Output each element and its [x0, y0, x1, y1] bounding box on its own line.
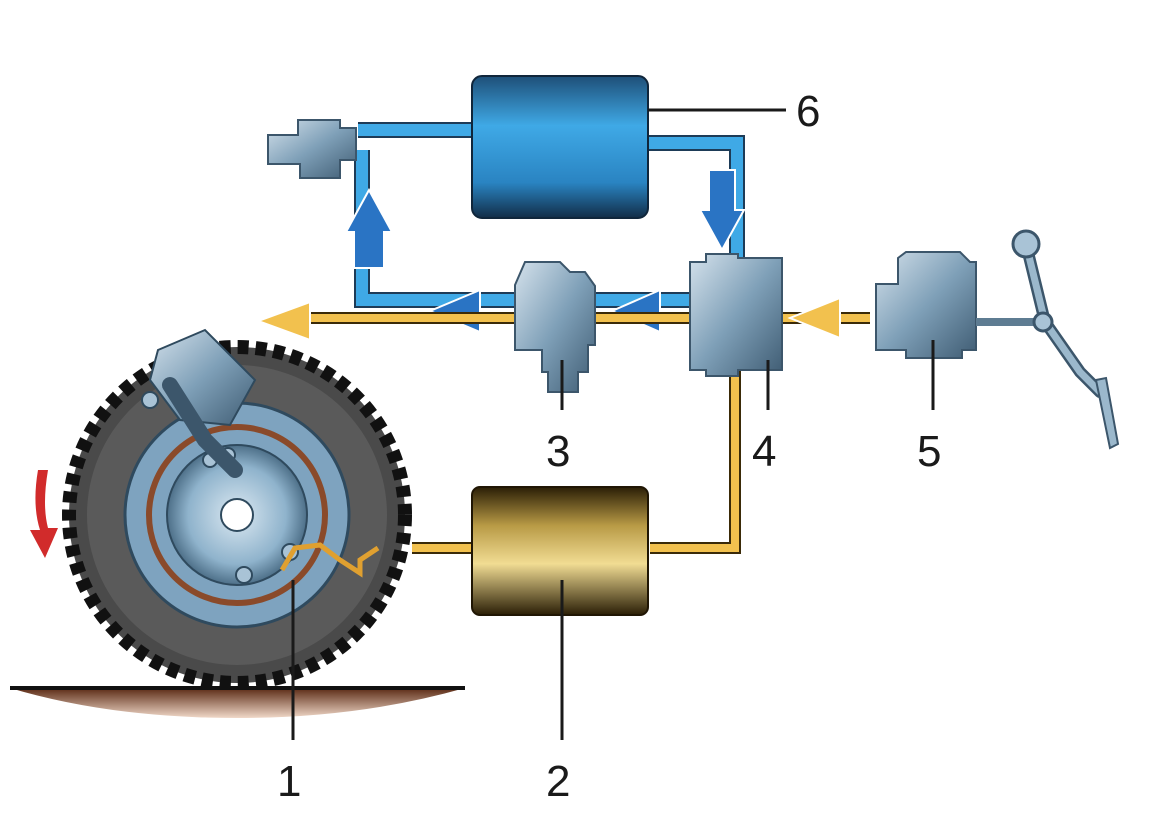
flow-arrow-icon — [787, 296, 841, 340]
label-2: 2 — [546, 757, 570, 806]
brake-pedal-icon — [976, 229, 1120, 450]
abs-valve — [689, 253, 783, 377]
flow-arrow-icon — [344, 187, 394, 269]
air-reservoir — [471, 75, 649, 219]
air-fitting — [267, 119, 357, 179]
brake-valve — [875, 251, 977, 359]
ground — [10, 688, 465, 718]
flow-arrow-icon — [698, 169, 746, 253]
rotation-arrow-icon — [30, 470, 58, 558]
wheel-assembly — [62, 328, 412, 690]
label-6: 6 — [796, 87, 820, 136]
callout-lines — [291, 108, 935, 740]
label-1: 1 — [277, 757, 301, 806]
electronic-control-unit — [471, 486, 649, 616]
label-3: 3 — [546, 427, 570, 476]
wheel-speed-sensor-icon — [279, 542, 380, 578]
label-5: 5 — [917, 427, 941, 476]
flow-arrow-icon — [255, 300, 311, 342]
relay-valve — [514, 261, 596, 393]
wheel-hub — [220, 498, 254, 532]
label-4: 4 — [752, 427, 776, 476]
